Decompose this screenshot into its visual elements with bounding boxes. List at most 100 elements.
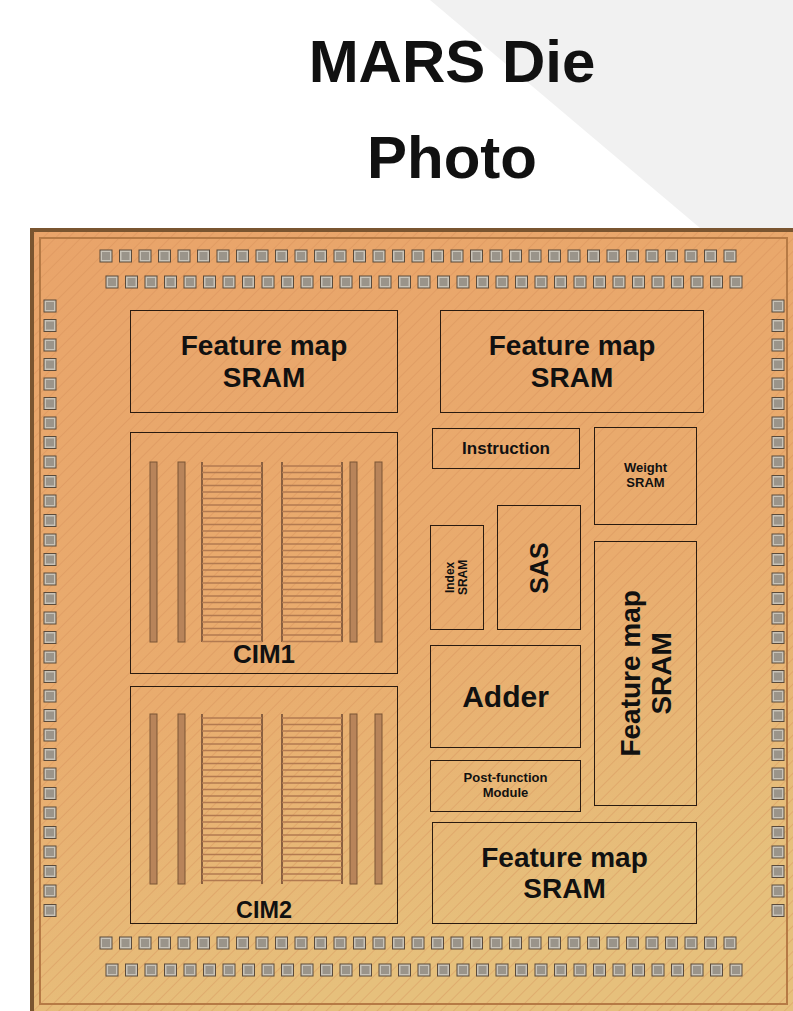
bond-pad-center [122,252,130,260]
bond-pad [44,827,56,839]
cim-row [202,465,262,467]
bond-pad-center [122,939,130,947]
bond-pad [772,456,784,468]
bond-pad [516,276,528,288]
bond-pad-center [108,278,116,286]
block-label: Feature map SRAM [164,330,364,393]
bond-pad [184,964,196,976]
cim-row [202,776,262,778]
bond-pad-center [375,939,383,947]
bond-pad [412,250,424,262]
cim-column-edge [341,714,343,884]
bond-pad [106,276,118,288]
bond-pad-center [395,939,403,947]
bond-pad-center [46,322,54,330]
cim-row [202,841,262,843]
bond-pad-center [576,966,584,974]
cim-row [282,860,342,862]
cim-row [282,763,342,765]
bond-pad-center [774,556,782,564]
cim-row [282,615,342,617]
block-label: CIM1 [233,640,295,669]
bond-pad [607,250,619,262]
bond-pad-center [479,966,487,974]
cim-bar [350,462,357,642]
bond-pad-center [245,966,253,974]
bond-pad [535,276,547,288]
bond-pad-center [317,252,325,260]
bond-pad [510,250,522,262]
bond-pad-center [420,966,428,974]
cim-bar [375,714,382,884]
bond-pad [451,937,463,949]
bond-pad [652,964,664,976]
bond-pad-center [732,966,740,974]
cim-row [282,854,342,856]
bond-pad-center [141,939,149,947]
cim-column-edge [261,714,263,884]
bond-pad [549,937,561,949]
floorplan-block: Post-function Module [430,760,581,812]
bond-pad-center [498,278,506,286]
bond-pad-center [258,252,266,260]
bond-pad-center [200,939,208,947]
cim-row [202,478,262,480]
bond-pad [44,885,56,897]
bond-pad-center [284,278,292,286]
bond-pad [496,964,508,976]
bond-pad-center [46,653,54,661]
bond-pad-center [264,966,272,974]
cim-row [202,602,262,604]
pad-ring [44,250,784,976]
bond-pad [772,749,784,761]
bond-pad-center [774,907,782,915]
bond-pad [772,807,784,819]
bond-pad-center [46,731,54,739]
bond-pad [471,250,483,262]
bond-pad-center [774,497,782,505]
bond-pad [772,671,784,683]
cim-row [282,569,342,571]
cim-row [282,576,342,578]
cim-row [282,621,342,623]
bond-pad-center [440,278,448,286]
bond-pad-center [551,252,559,260]
bond-pad [243,276,255,288]
bond-pad-center [323,278,331,286]
cim-row [282,873,342,875]
bond-pad [44,359,56,371]
bond-pad [672,276,684,288]
bond-pad [354,250,366,262]
bond-pad [44,846,56,858]
bond-pad [666,250,678,262]
block-label: Instruction [462,439,550,458]
cim-row [202,472,262,474]
bond-pad [223,276,235,288]
cim-row [202,717,262,719]
bond-pad [44,866,56,878]
bond-pad-center [180,252,188,260]
bond-pad [772,359,784,371]
bond-pad-center [707,252,715,260]
title: MARS Die Photo [262,14,642,206]
cim-row [282,563,342,565]
cim-bar [178,462,185,642]
bond-pad-center [654,278,662,286]
bond-pad-center [774,712,782,720]
bond-pad [44,729,56,741]
bond-pad [432,937,444,949]
cim-row [282,730,342,732]
bond-pad-center [774,848,782,856]
cim-row [202,608,262,610]
bond-pad [529,937,541,949]
cim-row [202,615,262,617]
bond-pad-center [453,252,461,260]
cim-row [202,634,262,636]
bond-pad-center [512,252,520,260]
bond-pad-center [687,252,695,260]
cim-row [282,776,342,778]
bond-pad [772,710,784,722]
bond-pad [126,964,138,976]
bond-pad [198,250,210,262]
floorplan-block: Feature map SRAM [130,310,398,413]
